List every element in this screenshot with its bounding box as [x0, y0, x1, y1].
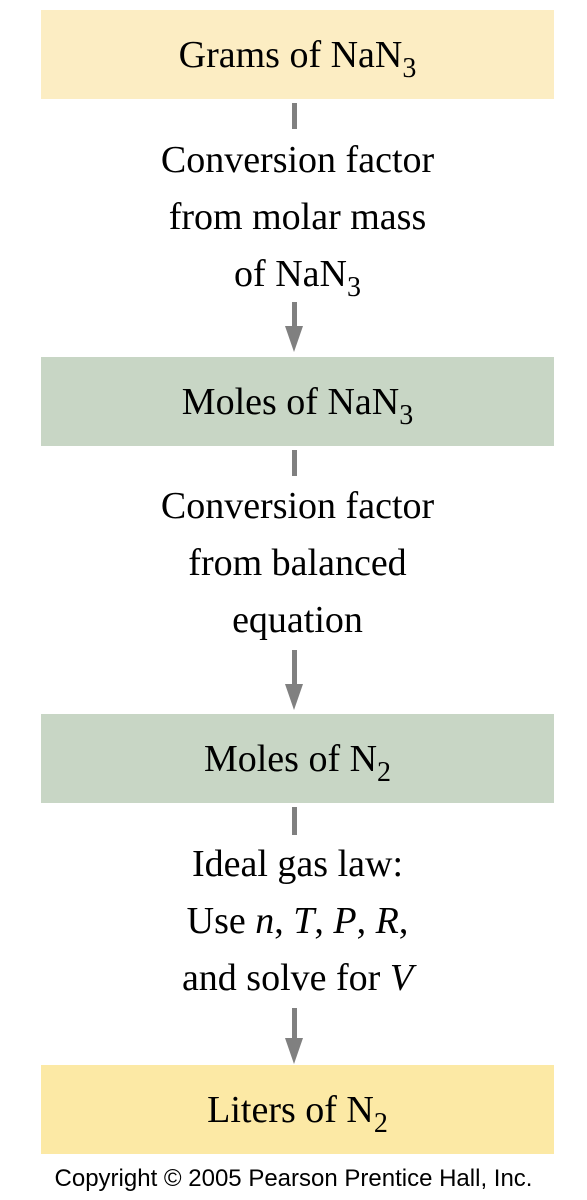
- step-ideal-gas-law: Ideal gas law: Use n, T, P, R, and solve…: [41, 836, 554, 1007]
- arrow-shaft: [292, 103, 297, 129]
- step-text: from molar mass: [168, 196, 427, 238]
- box-label: Moles of N2: [203, 737, 392, 788]
- step-text: Conversion factor: [160, 139, 435, 181]
- box-label: Grams of NaN3: [178, 33, 417, 84]
- step-text: and solve for V: [181, 957, 414, 999]
- step-text: equation: [232, 599, 363, 641]
- arrow-shaft: [292, 650, 297, 684]
- arrow-down-icon: [285, 326, 303, 352]
- step-balanced-equation: Conversion factor from balanced equation: [41, 478, 554, 649]
- arrow-down-icon: [285, 684, 303, 710]
- arrow-shaft: [292, 450, 297, 476]
- step-text: Use n, T, P, R,: [186, 900, 409, 942]
- moles-n2-box: Moles of N2: [41, 714, 554, 803]
- step-text: Ideal gas law:: [191, 843, 404, 885]
- arrow-down-icon: [285, 1038, 303, 1064]
- arrow-shaft: [292, 807, 297, 835]
- grams-nan3-box: Grams of NaN3: [41, 10, 554, 99]
- moles-nan3-box: Moles of NaN3: [41, 357, 554, 446]
- arrow-shaft: [292, 1008, 297, 1038]
- copyright-text: Copyright © 2005 Pearson Prentice Hall, …: [54, 1165, 533, 1192]
- step-molar-mass: Conversion factor from molar mass of NaN…: [41, 132, 554, 303]
- step-text: Conversion factor: [160, 485, 435, 527]
- step-text: of NaN3: [234, 253, 361, 303]
- box-label: Moles of NaN3: [181, 380, 414, 431]
- arrow-shaft: [292, 302, 297, 326]
- step-text: from balanced: [188, 542, 407, 584]
- box-label: Liters of N2: [207, 1088, 388, 1139]
- liters-n2-box: Liters of N2: [41, 1065, 554, 1154]
